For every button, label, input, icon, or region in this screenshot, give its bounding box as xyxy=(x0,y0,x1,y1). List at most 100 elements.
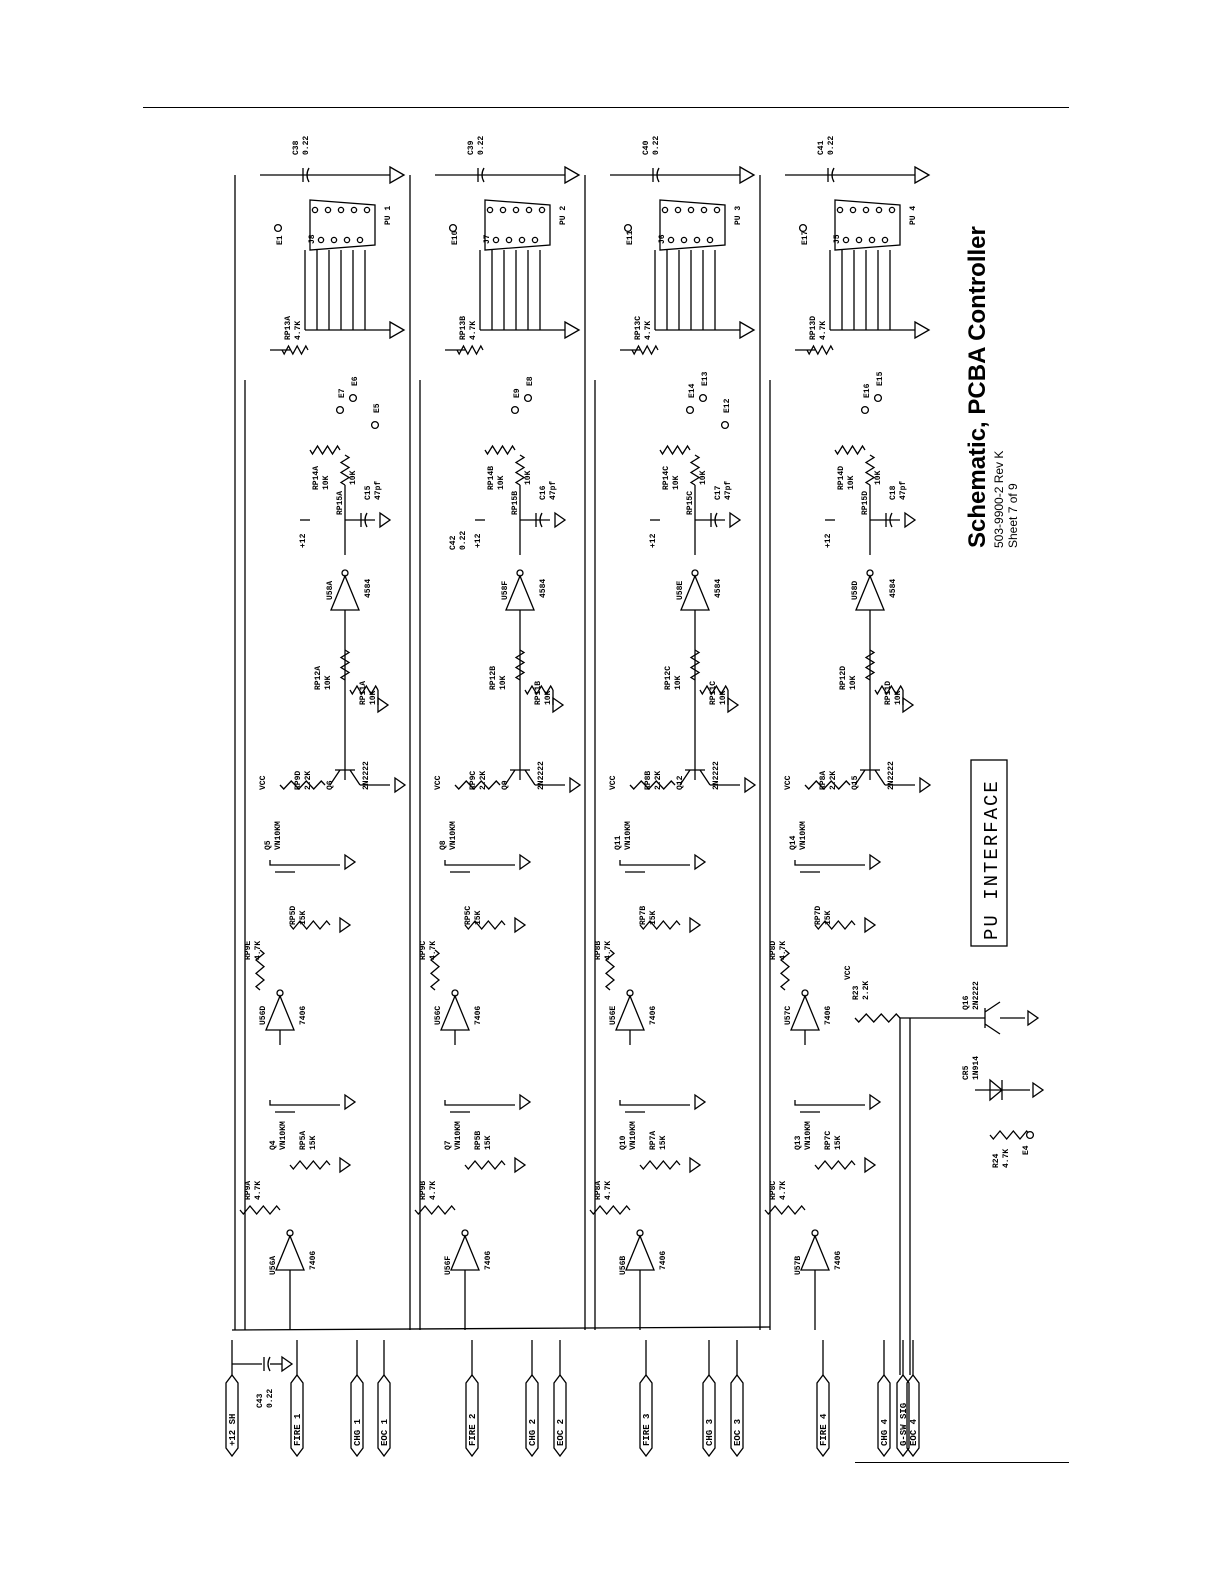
db9-connector xyxy=(309,199,376,251)
pu-label: PU 2 xyxy=(559,206,568,225)
pin xyxy=(486,206,494,214)
ground-symbol xyxy=(339,916,352,934)
rp-e-value: 4.7K xyxy=(254,941,263,960)
rp-d-label: RP5C xyxy=(464,906,473,925)
u58-type: 4584 xyxy=(364,579,373,598)
u-in-inverter xyxy=(450,1234,480,1271)
q-npn-type: 2N2222 xyxy=(537,761,546,790)
rp-f-resistor xyxy=(464,1159,506,1171)
rp12-label: RP12D xyxy=(839,666,848,690)
u-in-inverter xyxy=(275,1234,305,1271)
rp-base-label: RP9D xyxy=(294,771,303,790)
rp-base-value: 2.2K xyxy=(829,771,838,790)
u-in-label: U56A xyxy=(269,1256,278,1275)
pu-label: PU 1 xyxy=(384,206,393,225)
rp-g-value: 4.7K xyxy=(604,1181,613,1200)
pin xyxy=(855,236,863,244)
ground-symbol xyxy=(864,916,877,934)
ground-symbol xyxy=(729,511,742,529)
rp-base-label: RP8B xyxy=(644,771,653,790)
rp-f-resistor xyxy=(814,1159,856,1171)
npn-transistor xyxy=(679,769,711,786)
npn-transistor xyxy=(854,769,886,786)
rp-base-value: 2.2K xyxy=(304,771,313,790)
pin xyxy=(324,206,332,214)
pin xyxy=(492,236,500,244)
e-label: E8 xyxy=(526,376,535,386)
rp-base-label: RP9C xyxy=(469,771,478,790)
rp15-value: 10K xyxy=(349,470,358,485)
top-rule xyxy=(143,107,1069,108)
rp15-label: RP15C xyxy=(686,491,695,515)
port-eoc-2 xyxy=(553,1373,567,1458)
rp11-value: 10K xyxy=(719,690,728,705)
u-in-type: 7406 xyxy=(834,1251,843,1270)
q-npn-type: 2N2222 xyxy=(362,761,371,790)
cap-label: C41 xyxy=(817,140,826,155)
rp13-resistor xyxy=(456,344,484,356)
rp13-label: RP13D xyxy=(809,316,818,340)
test-point xyxy=(510,405,520,415)
rp-g-label: RP8A xyxy=(594,1181,603,1200)
supply-arrow xyxy=(739,165,756,185)
rp15-value: 10K xyxy=(874,470,883,485)
rp13-resistor xyxy=(631,344,659,356)
rp-g-value: 4.7K xyxy=(429,1181,438,1200)
ground-symbol xyxy=(394,776,407,794)
u-mid-label: U56C xyxy=(434,1006,443,1025)
e-label: E15 xyxy=(876,371,885,386)
q-npn-type: 2N2222 xyxy=(712,761,721,790)
rp12-label: RP12C xyxy=(664,666,673,690)
u-mid-label: U56E xyxy=(609,1006,618,1025)
pin xyxy=(343,236,351,244)
rp12-value: 10K xyxy=(324,675,333,690)
rp-e-value: 4.7K xyxy=(429,941,438,960)
ground-symbol xyxy=(569,776,582,794)
supply-arrow xyxy=(564,165,581,185)
port-label: FIRE 4 xyxy=(819,1413,829,1446)
rp-e-label: RP9E xyxy=(244,941,253,960)
e-label: E9 xyxy=(513,388,522,398)
npn-transistor xyxy=(504,769,536,786)
rp14-label: RP14B xyxy=(487,466,496,490)
rp-g-value: 4.7K xyxy=(254,1181,263,1200)
u-mid-type: 7406 xyxy=(649,1006,658,1025)
pu-interface-box xyxy=(970,759,1008,947)
cap-value: 0.22 xyxy=(302,136,311,155)
rp-g-value: 4.7K xyxy=(779,1181,788,1200)
rp13-value: 4.7K xyxy=(294,321,303,340)
c-mid xyxy=(364,512,368,528)
pin xyxy=(875,206,883,214)
pin xyxy=(317,236,325,244)
port-eoc-4 xyxy=(906,1373,920,1458)
q-fet1-label: Q4 xyxy=(269,1140,278,1150)
fet1-transistor xyxy=(619,1100,650,1113)
ground-symbol xyxy=(864,1156,877,1174)
rp-g-resistor xyxy=(589,1204,631,1216)
u-in-type: 7406 xyxy=(309,1251,318,1270)
port-chg-1 xyxy=(350,1373,364,1458)
rp-g-resistor xyxy=(239,1204,281,1216)
u58-inverter xyxy=(855,574,885,611)
q-fet1-label: Q13 xyxy=(794,1135,803,1150)
u-in-inverter xyxy=(625,1234,655,1271)
u58-label: U58A xyxy=(326,581,335,600)
fet2-transistor xyxy=(794,860,825,873)
e-label: E5 xyxy=(373,403,382,413)
u-mid-inverter-bubble xyxy=(626,989,634,997)
port-fire-3 xyxy=(639,1373,653,1458)
rp12-value: 10K xyxy=(499,675,508,690)
ground-symbol xyxy=(744,776,757,794)
pin xyxy=(881,236,889,244)
rp-d-value: 15K xyxy=(824,910,833,925)
rp11-value: 10K xyxy=(544,690,553,705)
rp15-resistor xyxy=(514,454,526,486)
rp-d-resistor xyxy=(464,919,506,931)
rp-d-value: 15K xyxy=(299,910,308,925)
rp13-resistor xyxy=(281,344,309,356)
supply-arrow xyxy=(914,165,931,185)
u-in-type: 7406 xyxy=(484,1251,493,1270)
rp-f-label: RP7C xyxy=(824,1131,833,1150)
rp-e-resistor xyxy=(604,949,616,991)
rp11-resistor xyxy=(524,684,554,696)
